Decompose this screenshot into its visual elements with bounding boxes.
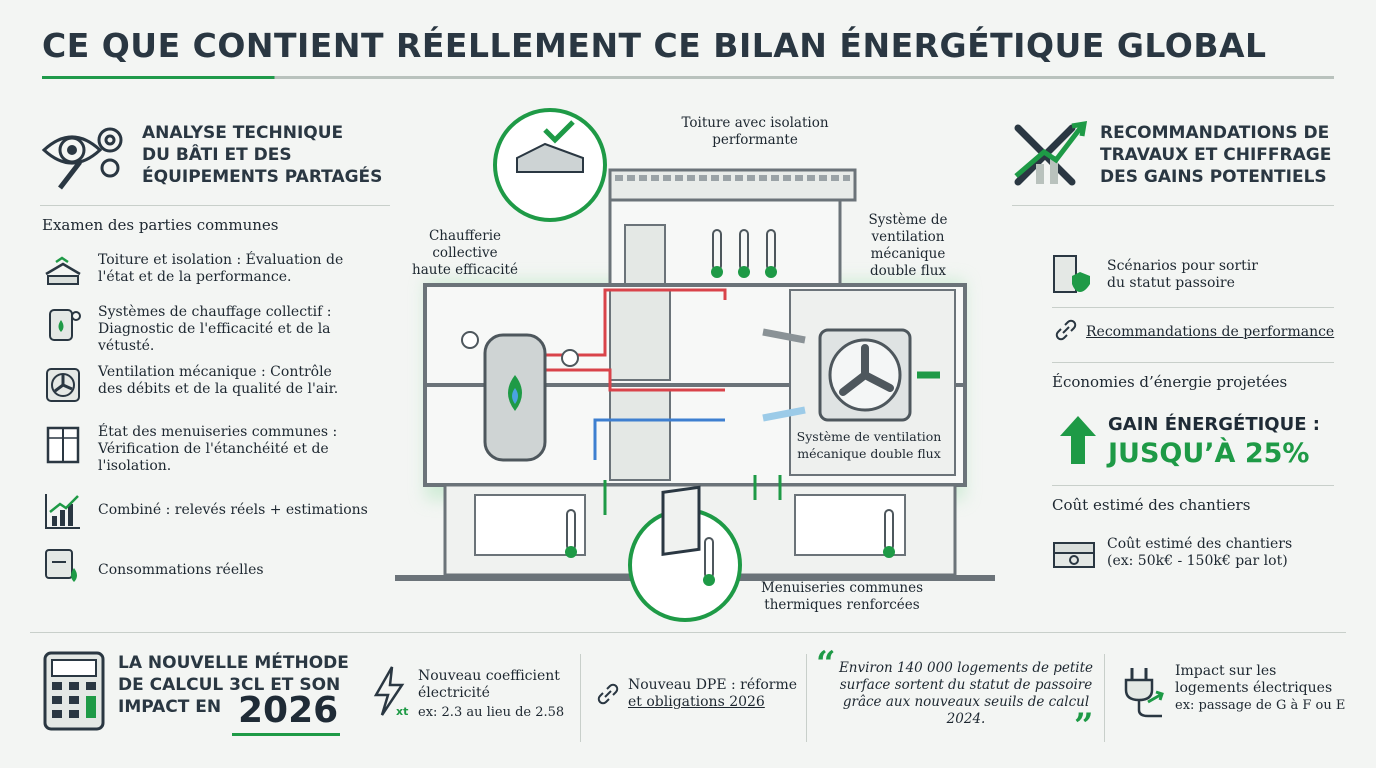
left-heading-line: ANALYSE TECHNIQUE [142, 123, 344, 143]
vmc-label-line: ventilation [871, 229, 945, 245]
vmc-unit-label: Système de ventilation mécanique double … [784, 428, 954, 462]
list-item: Toiture et isolation : Évaluation de l'é… [42, 252, 352, 294]
list-item: Consommations réelles [42, 546, 372, 588]
method-line: LA NOUVELLE MÉTHODE [118, 653, 349, 673]
item-text: Systèmes de chauffage collectif : Diagno… [98, 304, 332, 354]
lightning-icon: xt [373, 666, 408, 717]
vmc-unit-label-line: mécanique double flux [797, 446, 941, 461]
coef-line: électricité [418, 685, 490, 701]
item-text: État des menuiseries communes : Vérifica… [98, 424, 338, 474]
impact-line: Impact sur les [1175, 663, 1277, 679]
roof-insulation-icon [45, 256, 81, 285]
roof-label-line: Toiture avec isolation [681, 115, 829, 131]
boiler-label: Chaufferie collective haute efficacité [405, 228, 525, 279]
boiler-icon [49, 309, 81, 341]
impact-line: logements électriques [1175, 680, 1333, 696]
item-text: Consommations réelles [98, 562, 264, 578]
vmc-unit-label-line: Système de ventilation [796, 429, 942, 444]
boiler-label-line: Chaufferie [428, 228, 502, 244]
quote-line: grâce aux nouveaux seuils de calcul [842, 694, 1090, 710]
calculator-icon [43, 651, 105, 731]
item-text: Toiture et isolation : Évaluation de l'é… [98, 252, 344, 285]
vmc-label: Système de ventilation mécanique double … [860, 212, 956, 280]
building-illustration [395, 108, 995, 622]
year-badge: 2026 [238, 690, 339, 731]
method-line: IMPACT EN [118, 697, 222, 717]
page-title: CE QUE CONTIENT RÉELLEMENT CE BILAN ÉNER… [42, 26, 1267, 65]
link-icon [1055, 319, 1077, 341]
money-icon [1053, 542, 1095, 568]
link-icon [597, 683, 619, 705]
roof-label-line: performante [712, 132, 798, 148]
gain-value: JUSQU’À 25% [1108, 438, 1310, 469]
coef-line: Nouveau coefficient [418, 668, 560, 684]
vmc-label-line: double flux [869, 263, 947, 279]
dpe-obligations-link[interactable]: et obligations 2026 [628, 694, 765, 710]
method-line: DE CALCUL 3CL ET SON [118, 675, 341, 695]
list-item: État des menuiseries communes : Vérifica… [42, 424, 352, 475]
right-heading-line: TRAVAUX ET CHIFFRAGE [1100, 145, 1332, 165]
quote-line: 2024. [946, 711, 986, 727]
wrench-chart-icon [1014, 120, 1088, 186]
left-heading-line: DU BÂTI ET DES [142, 145, 292, 165]
item-text: Ventilation mécanique : Contrôle des déb… [98, 364, 339, 397]
quote-line: surface sortent du statut de passoire [839, 677, 1093, 693]
title-divider [42, 76, 1334, 79]
vmc-label-line: Système de [868, 212, 948, 228]
eye-gear-icon [41, 127, 123, 190]
meter-icon [45, 549, 77, 582]
performance-link[interactable]: Recommandations de performance [1086, 324, 1335, 340]
gain-label: GAIN ÉNERGÉTIQUE : [1108, 414, 1320, 435]
roof-label: Toiture avec isolation performante [660, 115, 850, 149]
dpe-line: Nouveau DPE : réforme [628, 677, 798, 693]
list-item: Combiné : relevés réels + estimations [42, 490, 372, 532]
left-subheading: Examen des parties communes [42, 216, 279, 234]
cost-example: (ex: 50k€ - 150k€ par lot) [1107, 553, 1288, 569]
building-shield-icon [1053, 255, 1090, 293]
savings-heading: Économies d’énergie projetées [1052, 373, 1288, 391]
quote-open-icon: “ [816, 644, 836, 684]
item-text: Combiné : relevés réels + estimations [98, 502, 368, 518]
coef-example: ex: 2.3 au lieu de 2.58 [418, 705, 565, 720]
bottom-divider [30, 632, 1346, 633]
quote-line: Environ 140 000 logements de petite [838, 660, 1094, 676]
fan-icon [46, 368, 80, 402]
window-label-line: thermiques renforcées [764, 597, 920, 613]
left-heading-line: ÉQUIPEMENTS PARTAGÉS [142, 167, 383, 187]
window-label-line: Menuiseries communes [760, 580, 923, 596]
boiler-label-line: collective [432, 245, 498, 261]
arrow-up-icon [1060, 416, 1096, 464]
window-label: Menuiseries communes thermiques renforcé… [752, 580, 932, 614]
impact-example: ex: passage de G à F ou E [1175, 698, 1346, 713]
scenario-line: du statut passoire [1107, 275, 1235, 291]
chart-growth-icon [45, 494, 80, 529]
cost-title: Coût estimé des chantiers [1107, 536, 1293, 552]
quote-close-icon: ” [1074, 706, 1094, 746]
year-underline [232, 733, 340, 736]
scenario-line: Scénarios pour sortir [1107, 258, 1258, 274]
vmc-label-line: mécanique [870, 246, 946, 262]
plug-icon [1124, 668, 1164, 718]
boiler-label-line: haute efficacité [412, 262, 518, 278]
cost-heading: Coût estimé des chantiers [1052, 496, 1251, 514]
right-heading-line: DES GAINS POTENTIELS [1100, 167, 1327, 187]
right-heading-line: RECOMMANDATIONS DE [1100, 123, 1330, 143]
svg-text:xt: xt [396, 705, 408, 717]
window-icon [46, 426, 80, 464]
list-item: Systèmes de chauffage collectif : Diagno… [42, 304, 352, 355]
list-item: Ventilation mécanique : Contrôle des déb… [42, 364, 352, 406]
